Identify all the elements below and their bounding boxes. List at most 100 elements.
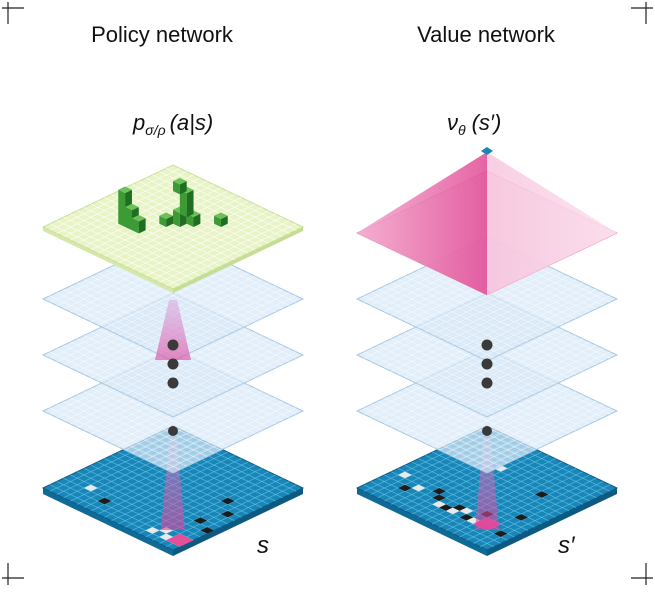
grid-line bbox=[152, 400, 283, 464]
frame-corners bbox=[2, 2, 653, 585]
grid-line bbox=[56, 348, 187, 411]
grid-line bbox=[104, 266, 235, 329]
policy-output-plane bbox=[41, 164, 305, 290]
policy-output-plane-side-left bbox=[43, 227, 173, 293]
grid-line bbox=[138, 338, 269, 402]
policy-probability-bar bbox=[173, 177, 187, 195]
bar-face-top bbox=[159, 212, 173, 219]
policy-probability-bar bbox=[131, 215, 146, 234]
grid-line bbox=[445, 279, 577, 342]
grid-line bbox=[384, 341, 515, 405]
grid-line bbox=[124, 387, 256, 451]
grid-line bbox=[418, 266, 549, 329]
grid-line bbox=[404, 275, 536, 339]
white-stone bbox=[445, 507, 460, 515]
highlighted-cell bbox=[173, 533, 187, 541]
grid-line bbox=[118, 451, 249, 515]
white-stone bbox=[411, 484, 426, 492]
value-ellipsis-dot-2 bbox=[481, 358, 493, 370]
grid-line bbox=[97, 461, 228, 525]
grid-line bbox=[411, 461, 542, 525]
grid-line bbox=[131, 279, 263, 342]
grid-line bbox=[145, 397, 276, 461]
grid-line bbox=[159, 348, 290, 411]
grid-line bbox=[363, 295, 494, 359]
grid-line bbox=[397, 335, 529, 398]
grid-line bbox=[411, 328, 542, 392]
black-stone bbox=[220, 510, 235, 518]
grid-line bbox=[384, 285, 515, 349]
highlighted-cell bbox=[173, 540, 187, 547]
white-stone bbox=[398, 471, 412, 479]
policy-input-board-side-right bbox=[173, 488, 303, 556]
grid-line bbox=[145, 177, 276, 241]
grid-line bbox=[445, 391, 577, 454]
bar-face-left bbox=[173, 209, 180, 227]
policy-ellipsis-dot-1 bbox=[167, 339, 179, 351]
bar-face-left bbox=[186, 213, 194, 227]
grid-line bbox=[49, 484, 180, 548]
grid-line bbox=[145, 213, 276, 277]
policy-output-formula: pσ/ρ(a|s) bbox=[132, 110, 213, 138]
grid-line bbox=[138, 471, 269, 535]
grid-line bbox=[70, 213, 201, 277]
grid-line bbox=[425, 269, 556, 332]
value-input-board-side-left bbox=[357, 488, 487, 556]
grid-line bbox=[90, 387, 222, 451]
value-input-state-label: s′ bbox=[558, 532, 576, 559]
grid-line bbox=[166, 223, 297, 287]
grid-line bbox=[118, 384, 249, 448]
grid-line bbox=[131, 468, 263, 531]
grid-line bbox=[56, 481, 187, 544]
grid-line bbox=[138, 180, 269, 244]
grid-line bbox=[83, 279, 215, 342]
policy-ellipsis-dot-2 bbox=[167, 358, 179, 370]
grid-line bbox=[480, 407, 611, 471]
value-input-beam bbox=[475, 430, 499, 530]
white-stone bbox=[432, 501, 446, 508]
white-stone bbox=[159, 533, 173, 541]
value-formula-v: ν bbox=[447, 110, 458, 135]
grid-line bbox=[63, 216, 194, 280]
grid-line bbox=[370, 481, 501, 544]
black-stone bbox=[432, 488, 446, 495]
policy-network-stack bbox=[41, 164, 305, 556]
white-stone bbox=[84, 484, 98, 492]
svg-text:νθ(s′): νθ(s′) bbox=[447, 110, 501, 138]
policy-output-plane-side-right bbox=[173, 227, 303, 293]
grid-line bbox=[77, 471, 208, 535]
grid-line bbox=[452, 282, 583, 346]
grid-line bbox=[363, 484, 494, 548]
grid-line bbox=[97, 451, 228, 515]
policy-hidden-beam bbox=[155, 300, 191, 360]
policy-ellipsis-dot-3 bbox=[167, 377, 179, 389]
grid-line bbox=[118, 200, 249, 264]
grid-line bbox=[411, 384, 542, 448]
bar-face-top bbox=[125, 203, 139, 211]
policy-probability-bar bbox=[159, 212, 173, 227]
bar-face-right bbox=[220, 215, 228, 227]
grid-line bbox=[83, 391, 215, 454]
grid-line bbox=[397, 468, 529, 531]
value-network-title: Value network bbox=[417, 22, 556, 47]
grid-line bbox=[77, 338, 208, 402]
bar-face-left bbox=[159, 215, 167, 227]
policy-probability-bar bbox=[214, 212, 228, 227]
grid-line bbox=[363, 351, 494, 415]
grid-line bbox=[404, 387, 536, 451]
black-stone bbox=[514, 514, 529, 521]
grid-line bbox=[159, 220, 290, 283]
grid-line bbox=[111, 266, 242, 329]
value-network-stack bbox=[355, 147, 619, 556]
grid-line bbox=[49, 167, 180, 231]
grid-line bbox=[90, 464, 222, 528]
grid-line bbox=[425, 266, 556, 329]
bar-face-left bbox=[179, 189, 187, 218]
policy-input-beam bbox=[161, 430, 185, 530]
grid-line bbox=[404, 331, 536, 395]
grid-line bbox=[466, 344, 597, 408]
grid-line bbox=[90, 187, 222, 251]
grid-line bbox=[438, 275, 570, 339]
grid-line bbox=[70, 397, 201, 461]
value-ellipsis-dot-1 bbox=[481, 339, 493, 351]
